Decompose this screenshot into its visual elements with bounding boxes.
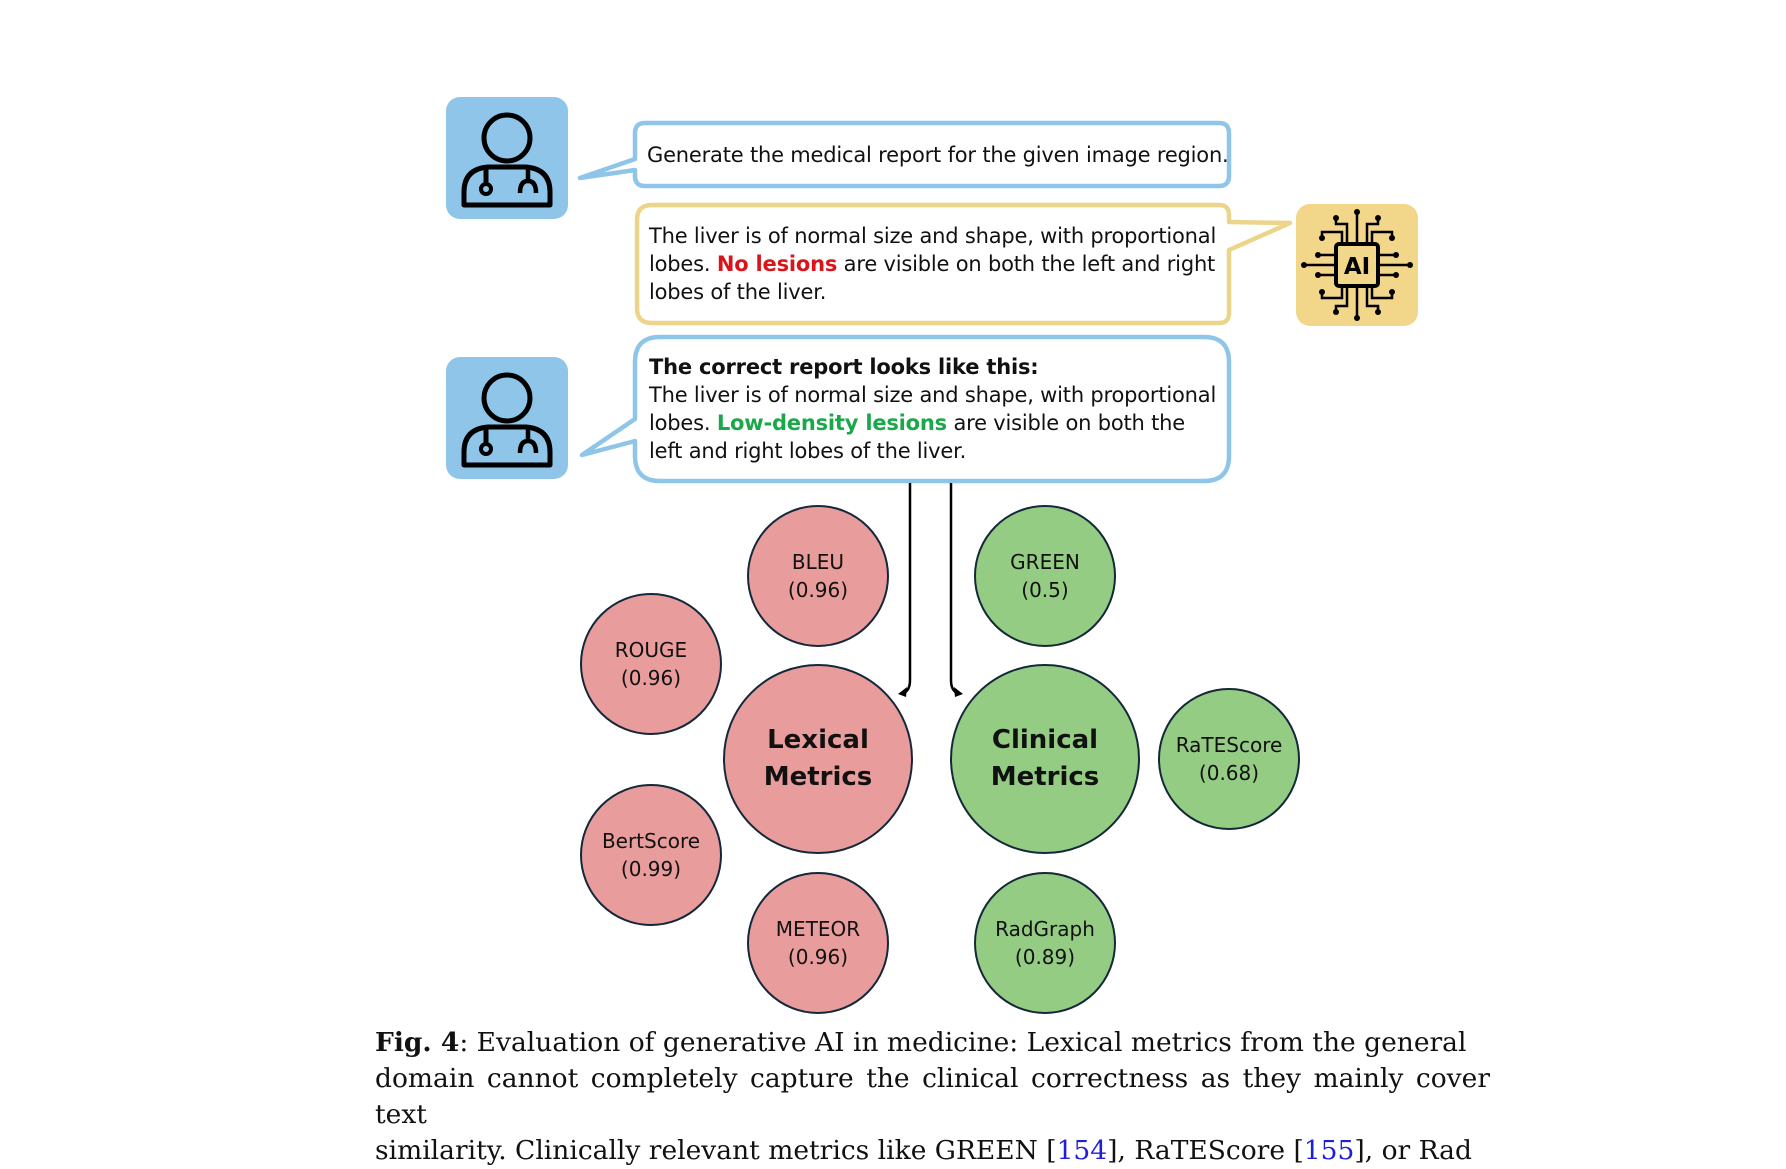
correction-highlight: Low-density lesions [716, 411, 947, 435]
metric-score: (0.99) [620, 857, 682, 881]
doctor-icon [461, 112, 553, 208]
metric-score: (0.96) [787, 945, 849, 969]
ai-response-text: The liver is of normal size and shape, w… [649, 222, 1221, 306]
clinical-hub-line2: Metrics [990, 762, 1100, 792]
metric-score: (0.5) [1021, 578, 1069, 602]
arrow-to-clinical-head [954, 687, 963, 697]
doctor-icon [461, 372, 553, 468]
doctor-avatar-2 [446, 357, 568, 479]
caption-line-1: Fig. 4: Evaluation of generative AI in m… [375, 1025, 1490, 1061]
metric-score: (0.89) [1014, 945, 1076, 969]
metric-name: RadGraph [995, 917, 1095, 941]
ai-response-error-highlight: No lesions [716, 252, 838, 276]
clinical-hub-line1: Clinical [991, 725, 1099, 755]
caption-line1-text: : Evaluation of generative AI in medicin… [459, 1027, 1467, 1058]
caption-line3-b: ], RaTEScore [ [1107, 1135, 1304, 1166]
metric-radgraph: RadGraph (0.89) [974, 872, 1116, 1014]
citation-link-154[interactable]: 154 [1056, 1135, 1108, 1166]
prompt-bubble-outline [577, 120, 1232, 189]
correction-after: are visible on both the left and right l… [649, 411, 1185, 463]
metric-rouge: ROUGE (0.96) [580, 593, 722, 735]
lexical-metrics-hub: Lexical Metrics [723, 664, 913, 854]
ai-response-after: are visible on both the left and right l… [649, 252, 1216, 304]
metric-name: BertScore [601, 829, 701, 853]
metric-score: (0.96) [620, 666, 682, 690]
ai-badge-label: AI [1344, 254, 1370, 280]
metric-name: METEOR [775, 917, 861, 941]
arrow-to-lexical-head [898, 687, 907, 697]
lexical-hub-line2: Metrics [763, 762, 873, 792]
doctor-avatar-1 [446, 97, 568, 219]
clinical-metrics-hub: Clinical Metrics [950, 664, 1140, 854]
metric-score: (0.68) [1198, 761, 1260, 785]
arrow-to-clinical [949, 483, 958, 695]
metric-bleu: BLEU (0.96) [747, 505, 889, 647]
correction-text: The correct report looks like this: The … [649, 353, 1223, 465]
correction-heading: The correct report looks like this: [649, 355, 1039, 379]
arrow-to-lexical [903, 483, 912, 695]
correction-before: The liver is of normal size and shape, w… [649, 383, 1217, 435]
ai-response-bubble-outline [634, 202, 1293, 326]
prompt-sentence: Generate the medical report for the give… [647, 143, 1229, 167]
metric-name: GREEN [1010, 550, 1080, 574]
metric-meteor: METEOR (0.96) [747, 872, 889, 1014]
caption-line-3: similarity. Clinically relevant metrics … [375, 1133, 1490, 1169]
figure-caption: Fig. 4: Evaluation of generative AI in m… [375, 1025, 1490, 1169]
metric-bertscore: BertScore (0.99) [580, 784, 722, 926]
correction-bubble-outline [579, 334, 1232, 484]
ai-badge: AI [1296, 204, 1418, 326]
metric-green: GREEN (0.5) [974, 505, 1116, 647]
caption-line3-c: ], or Rad [1354, 1135, 1472, 1166]
caption-line3-a: similarity. Clinically relevant metrics … [375, 1135, 1057, 1166]
citation-link-155[interactable]: 155 [1303, 1135, 1355, 1166]
metric-name: RaTEScore [1175, 733, 1283, 757]
figure-label: Fig. 4 [375, 1027, 460, 1058]
metric-ratescore: RaTEScore (0.68) [1158, 688, 1300, 830]
metric-name: ROUGE [614, 638, 688, 662]
bubble-layer [577, 120, 1293, 697]
metric-score: (0.96) [787, 578, 849, 602]
metric-name: BLEU [791, 550, 845, 574]
caption-line-2: domain cannot completely capture the cli… [375, 1063, 1490, 1130]
ai-chip-icon: AI [1301, 209, 1413, 321]
prompt-text: Generate the medical report for the give… [647, 141, 1229, 169]
lexical-hub-line1: Lexical [767, 725, 869, 755]
ai-response-before: The liver is of normal size and shape, w… [649, 224, 1217, 276]
